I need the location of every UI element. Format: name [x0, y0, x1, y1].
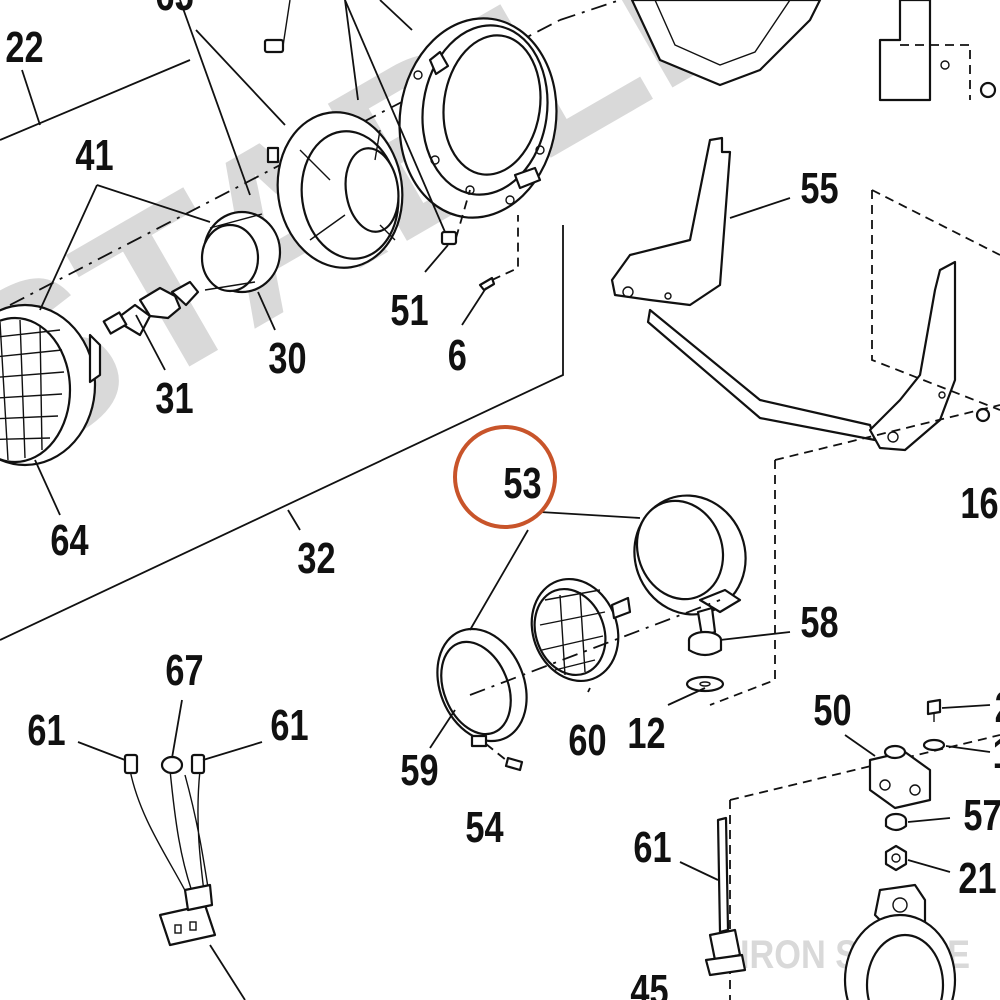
callout-51: 51 [390, 286, 428, 335]
callout-64: 64 [50, 516, 88, 565]
mount-block-50 [868, 744, 932, 810]
lamp-shell-53 [633, 494, 747, 638]
callout-57: 57 [963, 791, 1000, 840]
callout-1: 1 [993, 729, 1000, 778]
callout-16: 16 [960, 479, 998, 528]
callout-53: 53 [503, 459, 541, 508]
bolt-2 [926, 698, 942, 722]
leader-lines [21, 0, 991, 1000]
trim-ring-30 [200, 210, 282, 294]
screw-54 [485, 743, 524, 772]
callout-labels: 22 41 30 31 64 51 6 32 55 16 53 58 12 60… [5, 0, 1000, 1000]
light-bar-bracket-55 [610, 136, 1000, 452]
callout-61-sensor: 61 [633, 823, 671, 872]
callout-21: 21 [958, 854, 996, 903]
top-screw [263, 0, 291, 54]
callout-45: 45 [630, 966, 668, 1000]
callout-31: 31 [155, 374, 193, 423]
callout-58: 58 [800, 598, 838, 647]
lamp-trim-ring-59 [436, 627, 528, 748]
callout-67: 67 [165, 646, 203, 695]
callout-6: 6 [448, 331, 467, 380]
callout-12: 12 [627, 709, 665, 758]
lower-housing [843, 883, 957, 1000]
screw-6 [478, 215, 519, 292]
callout-61-right: 61 [270, 701, 308, 750]
spacer-57 [884, 812, 908, 832]
callout-32: 32 [297, 534, 335, 583]
washer-12 [685, 675, 725, 693]
callout-54: 54 [465, 803, 503, 852]
callout-55: 55 [800, 164, 838, 213]
lamp-lens-60 [530, 577, 632, 683]
callout-65: 65 [155, 0, 193, 20]
bulb-31 [102, 280, 200, 337]
callout-60: 60 [568, 716, 606, 765]
mounting-ring [398, 17, 558, 219]
callout-50: 50 [813, 686, 851, 735]
nut-21 [884, 844, 908, 872]
callout-61-left: 61 [27, 706, 65, 755]
screw-51 [440, 189, 471, 246]
headlamp-64 [0, 303, 102, 467]
callout-2: 2 [995, 683, 1000, 732]
reflector-housing-65 [266, 111, 404, 269]
sensor-61 [704, 816, 747, 977]
wiring-pigtail-67 [123, 753, 217, 947]
callout-59: 59 [400, 746, 438, 795]
centerline-lamp [469, 599, 721, 696]
nacelle-housing [630, 0, 997, 102]
highlight-circle-53 [453, 425, 557, 529]
callout-30: 30 [268, 334, 306, 383]
grommet-58 [687, 630, 723, 657]
lower-assembly-dashed [709, 404, 1000, 1000]
washer-1 [922, 738, 946, 752]
assembly-bracket-32 [0, 59, 564, 641]
callout-22: 22 [5, 23, 43, 72]
callout-41: 41 [75, 131, 113, 180]
